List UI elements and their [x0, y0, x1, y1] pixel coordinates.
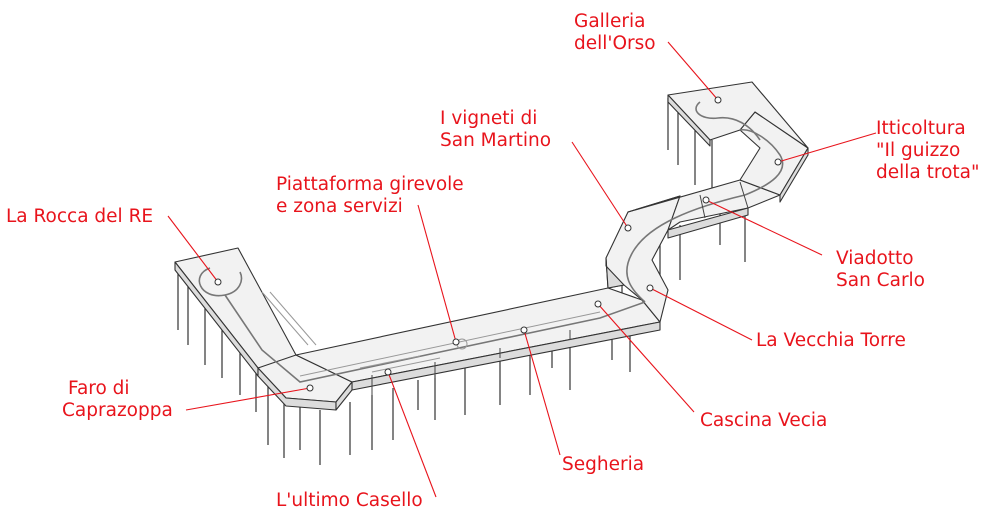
label-rocca: La Rocca del RE [6, 206, 153, 227]
leader-segheria [523, 329, 561, 456]
leader-cascina [597, 303, 695, 413]
label-segheria: Segheria [562, 454, 644, 475]
label-casello: L'ultimo Casello [276, 490, 423, 511]
leader-lines [167, 41, 877, 498]
leader-casello [387, 371, 437, 498]
track-decks [174, 81, 809, 411]
leader-galleria [667, 41, 719, 101]
leader-piattaforma [417, 204, 457, 343]
label-vecchia-torre: La Vecchia Torre [756, 330, 906, 351]
leader-itticoltura [777, 132, 877, 163]
endpoint-dots [214, 96, 782, 392]
label-cascina: Cascina Vecia [700, 410, 827, 431]
leader-vigneti [571, 141, 629, 229]
leader-vecchia-torre [649, 287, 753, 341]
leader-faro [185, 387, 311, 411]
leader-rocca [167, 215, 219, 283]
leader-viadotto [705, 199, 823, 256]
